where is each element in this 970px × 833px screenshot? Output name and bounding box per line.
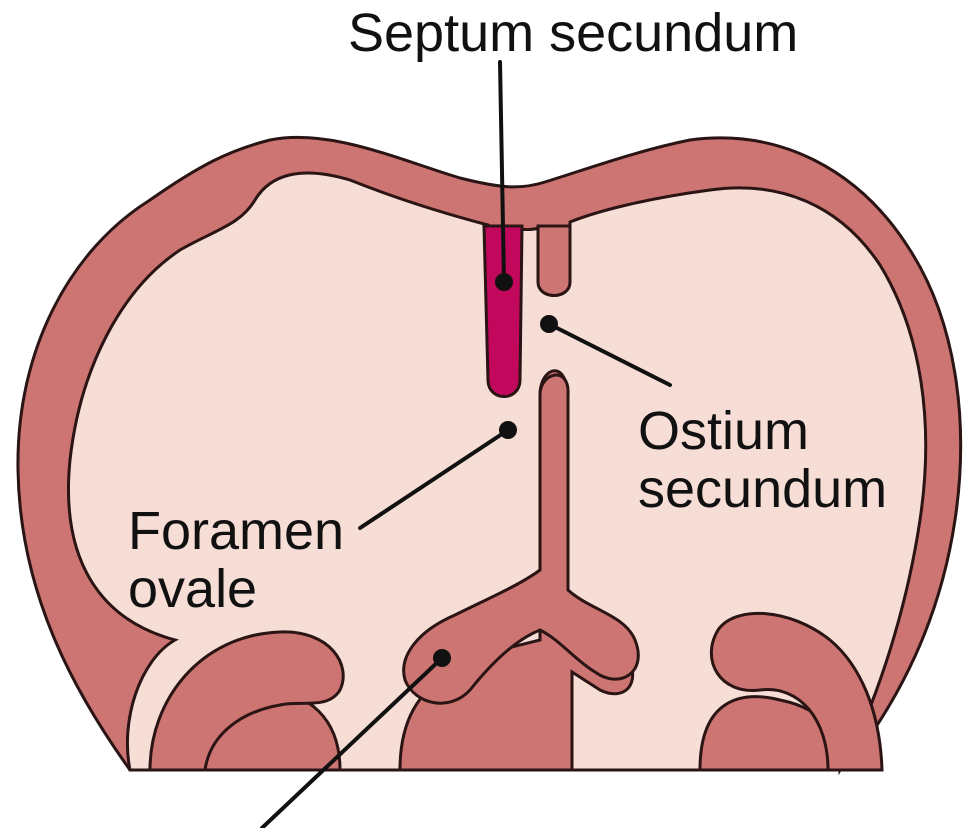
foramen-ovale-line1: Foramen bbox=[128, 502, 344, 560]
septum-secundum-dot bbox=[495, 273, 513, 291]
foramen-ovale-dot bbox=[499, 421, 517, 439]
foramen-ovale-label: Foramen ovale bbox=[128, 502, 344, 618]
ostium-secundum-label: Ostium secundum bbox=[638, 402, 887, 518]
ostium-secundum-line2: secundum bbox=[638, 460, 887, 518]
ostium-secundum-line1: Ostium bbox=[638, 402, 887, 460]
foramen-ovale-line2: ovale bbox=[128, 560, 344, 618]
lower-dot bbox=[433, 649, 451, 667]
septum-primum-upper bbox=[538, 226, 570, 296]
septum-secundum-text: Septum secundum bbox=[348, 3, 798, 63]
septum-secundum-label: Septum secundum bbox=[348, 4, 798, 62]
ostium-secundum-dot bbox=[540, 315, 558, 333]
